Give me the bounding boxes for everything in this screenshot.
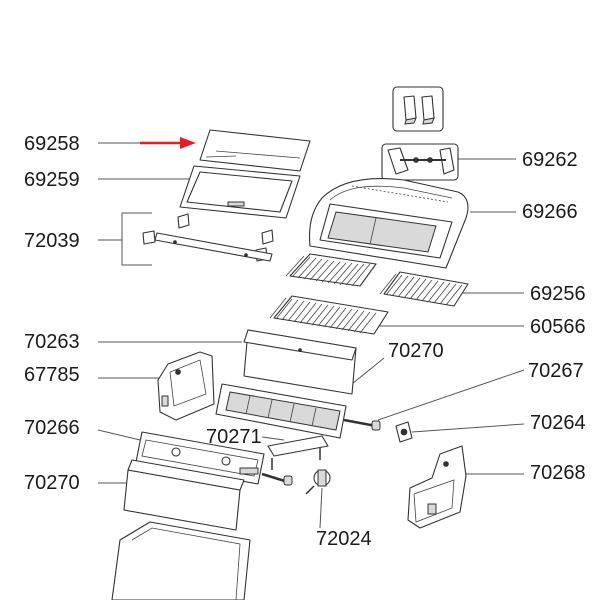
part-left-side-panel bbox=[157, 351, 215, 421]
label-70268: 70268 bbox=[530, 462, 586, 484]
label-70263: 70263 bbox=[24, 331, 80, 353]
label-60566: 60566 bbox=[530, 316, 586, 338]
label-69256: 69256 bbox=[530, 283, 586, 305]
leader-70270-upper bbox=[351, 357, 385, 385]
label-72039: 72039 bbox=[24, 230, 80, 252]
leader-70271 bbox=[261, 436, 285, 441]
part-handle-set bbox=[142, 213, 274, 262]
leader-70267 bbox=[377, 369, 525, 421]
part-bottom-tray bbox=[111, 521, 251, 600]
part-cooking-grates bbox=[285, 253, 469, 307]
part-right-side-panel bbox=[407, 445, 467, 529]
label-69266: 69266 bbox=[522, 201, 578, 223]
label-67785: 67785 bbox=[24, 364, 80, 386]
label-72024: 72024 bbox=[316, 528, 372, 550]
highlight-arrow bbox=[98, 137, 196, 149]
part-rear-panel bbox=[243, 329, 357, 395]
part-window-frame bbox=[179, 165, 301, 219]
part-control-knob bbox=[395, 421, 413, 443]
part-burner bbox=[261, 435, 329, 486]
label-69258: 69258 bbox=[24, 133, 80, 155]
label-69259: 69259 bbox=[24, 169, 80, 191]
part-burner-tray bbox=[215, 383, 381, 439]
part-hinge-bracket bbox=[381, 143, 459, 181]
leader-70266 bbox=[97, 429, 141, 441]
part-igniter bbox=[305, 469, 331, 495]
label-70264: 70264 bbox=[530, 412, 586, 434]
part-hinge-kit-box bbox=[392, 86, 444, 132]
part-control-panel bbox=[135, 431, 265, 485]
label-70271: 70271 bbox=[206, 426, 262, 448]
part-warming-rack bbox=[269, 295, 389, 335]
label-69262: 69262 bbox=[522, 149, 578, 171]
label-70270-lower: 70270 bbox=[24, 472, 80, 494]
leader-72024 bbox=[319, 487, 323, 529]
label-70267: 70267 bbox=[528, 360, 584, 382]
bracket-72039 bbox=[121, 212, 152, 266]
leader-70264 bbox=[411, 423, 525, 433]
part-window-glass bbox=[199, 129, 311, 172]
part-front-panel bbox=[123, 459, 245, 531]
label-70266: 70266 bbox=[24, 417, 80, 439]
label-70270-upper: 70270 bbox=[388, 340, 444, 362]
part-lid bbox=[308, 178, 469, 269]
